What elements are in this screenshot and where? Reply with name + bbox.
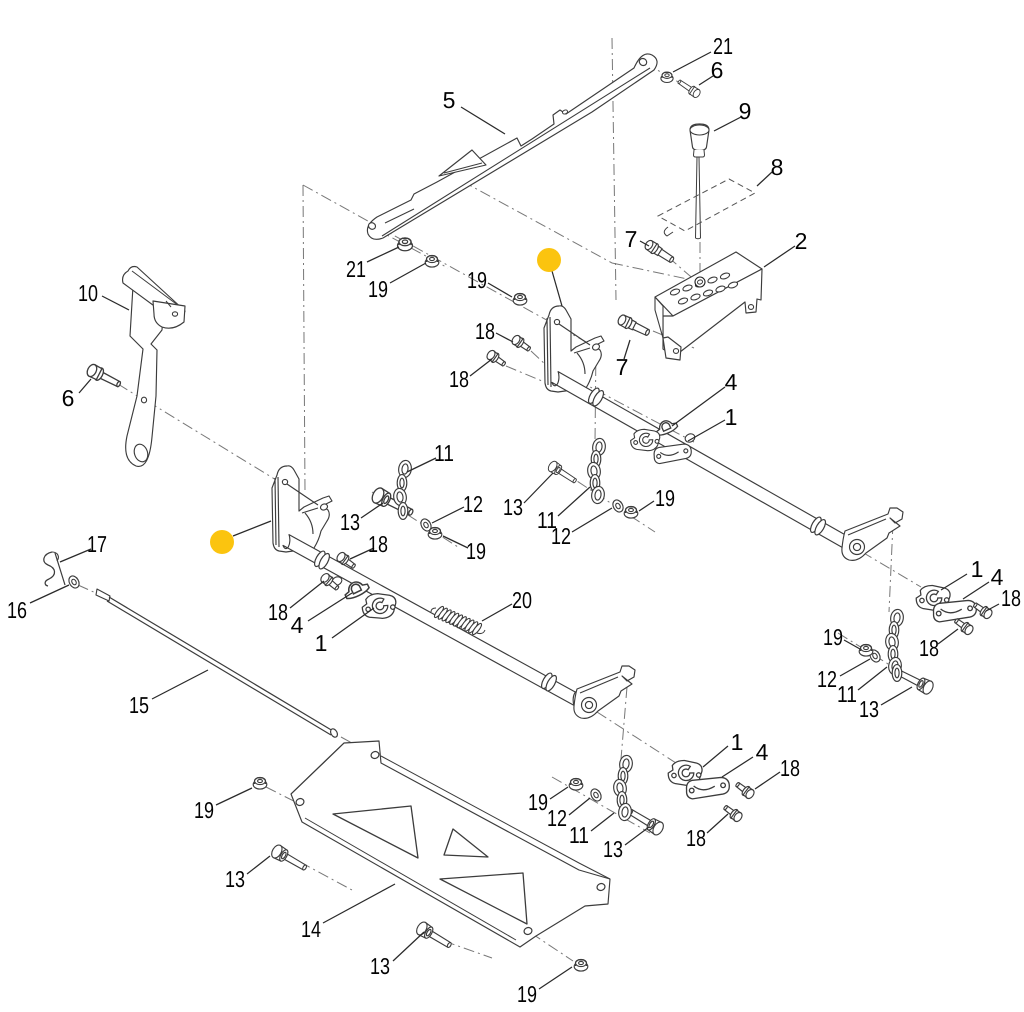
svg-text:16: 16 [7,597,27,623]
svg-text:13: 13 [225,866,245,892]
svg-text:4: 4 [756,739,769,765]
svg-text:11: 11 [569,822,589,848]
svg-text:11: 11 [537,507,557,533]
svg-text:5: 5 [443,87,456,113]
svg-text:2: 2 [795,228,808,254]
svg-text:11: 11 [837,681,857,707]
svg-text:13: 13 [503,494,523,520]
svg-text:19: 19 [194,797,214,823]
svg-text:7: 7 [616,354,629,380]
svg-text:19: 19 [517,981,537,1007]
svg-text:14: 14 [301,916,321,942]
svg-text:18: 18 [368,531,388,557]
svg-text:20: 20 [512,587,532,613]
svg-text:18: 18 [919,635,939,661]
svg-text:18: 18 [475,318,495,344]
svg-text:21: 21 [346,256,366,282]
svg-text:12: 12 [463,491,483,517]
svg-text:6: 6 [62,385,75,411]
svg-text:8: 8 [771,154,784,180]
svg-text:13: 13 [603,836,623,862]
svg-text:13: 13 [859,696,879,722]
svg-text:18: 18 [1001,585,1021,611]
svg-text:4: 4 [291,612,304,638]
svg-text:12: 12 [551,523,571,549]
svg-text:11: 11 [434,440,454,466]
svg-text:1: 1 [731,729,744,755]
svg-text:18: 18 [686,825,706,851]
svg-text:1: 1 [315,630,328,656]
svg-text:13: 13 [370,953,390,979]
svg-text:15: 15 [129,692,149,718]
svg-text:19: 19 [528,789,548,815]
svg-text:7: 7 [625,226,638,252]
svg-text:19: 19 [823,624,843,650]
svg-text:18: 18 [780,755,800,781]
svg-text:18: 18 [449,366,469,392]
svg-text:12: 12 [547,805,567,831]
svg-text:4: 4 [725,369,738,395]
svg-text:10: 10 [78,280,98,306]
svg-text:1: 1 [971,556,984,582]
svg-text:19: 19 [368,276,388,302]
svg-text:4: 4 [991,564,1004,590]
svg-text:18: 18 [268,599,288,625]
svg-text:17: 17 [87,531,107,557]
svg-text:21: 21 [713,33,733,59]
svg-text:1: 1 [725,404,738,430]
svg-text:6: 6 [711,57,724,83]
svg-text:19: 19 [466,538,486,564]
svg-text:9: 9 [739,98,752,124]
svg-text:19: 19 [655,485,675,511]
svg-text:12: 12 [817,666,837,692]
svg-text:13: 13 [340,509,360,535]
svg-text:19: 19 [467,267,487,293]
